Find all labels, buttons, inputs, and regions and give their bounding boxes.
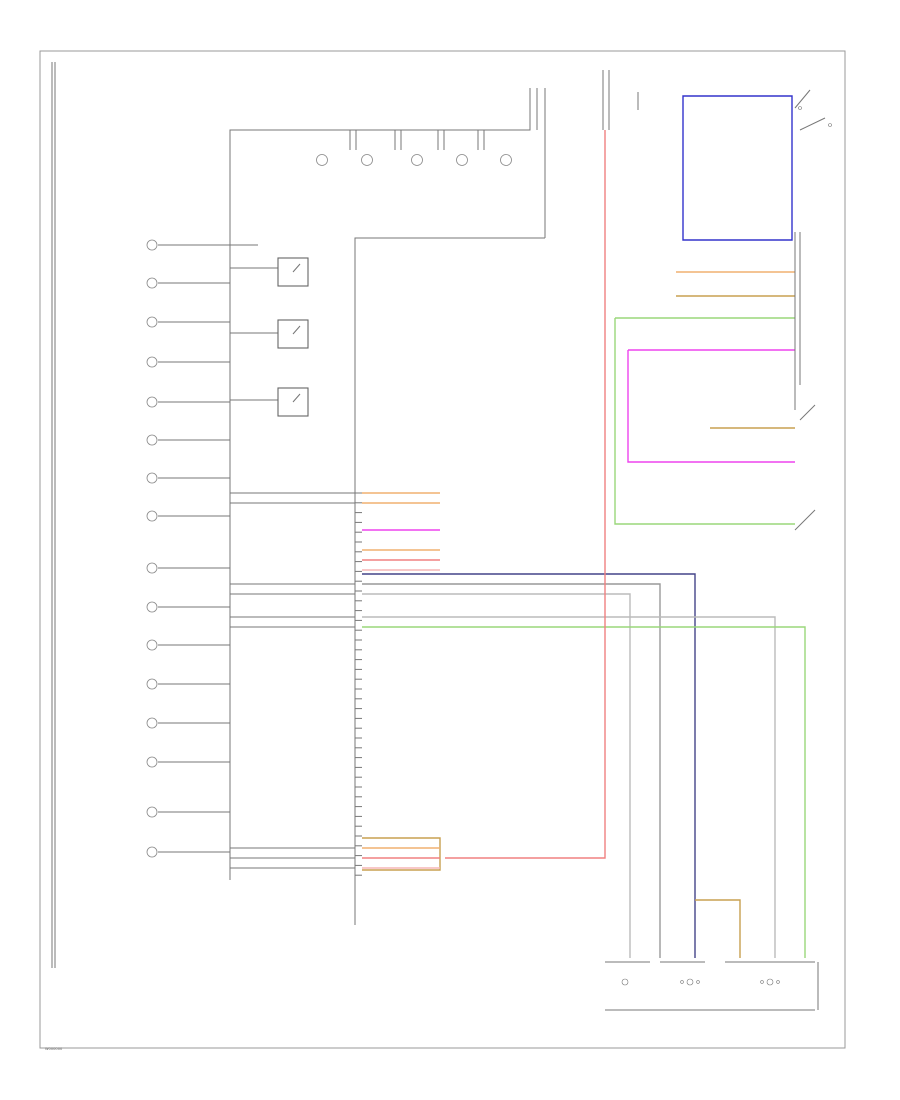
lamp-icon — [456, 154, 468, 166]
indicator-lamp-icon — [146, 639, 158, 651]
indicator-lamp-icon — [146, 717, 158, 729]
indicator-lamp-icon — [146, 756, 158, 768]
left-indicator-lamps — [146, 239, 230, 858]
indicator-lamp-icon — [146, 277, 158, 289]
indicator-lamp-icon — [146, 239, 158, 251]
top-indicator-lamps — [316, 130, 512, 166]
lamp-icon — [411, 154, 423, 166]
brake-light-switch-module — [602, 70, 832, 531]
gauges — [230, 244, 309, 417]
wire — [362, 837, 441, 871]
indicator-lamp-icon — [146, 356, 158, 368]
indicator-lamp-icon — [146, 472, 158, 484]
diagram-border — [39, 50, 846, 1049]
wire — [362, 573, 696, 958]
diagram-code: W000000 — [45, 1047, 63, 1051]
cluster-connector-pins — [355, 492, 362, 876]
fuel-pump-icon — [686, 978, 694, 986]
indicator-lamp-icon — [146, 396, 158, 408]
indicator-lamp-icon — [146, 562, 158, 574]
wire — [614, 318, 795, 525]
wire — [362, 626, 806, 958]
indicator-lamp-icon — [146, 846, 158, 858]
fuel-level-sensor-2-icon — [766, 978, 774, 986]
wire — [682, 95, 793, 241]
lamp-icon — [361, 154, 373, 166]
fuel-sender-units — [605, 961, 819, 1011]
wire — [445, 130, 606, 859]
wire — [362, 583, 661, 958]
wire — [627, 350, 795, 463]
cluster-inner-outline — [229, 88, 531, 880]
indicator-lamp-icon — [146, 510, 158, 522]
lamp-icon — [316, 154, 328, 166]
indicator-lamp-icon — [146, 601, 158, 613]
wire — [362, 616, 776, 958]
indicator-lamp-icon — [146, 806, 158, 818]
wire — [362, 593, 631, 958]
wire — [695, 899, 741, 958]
fuel-level-sensor-icon — [621, 978, 629, 986]
indicator-lamp-icon — [146, 316, 158, 328]
indicator-lamp-icon — [146, 678, 158, 690]
indicator-lamp-icon — [146, 434, 158, 446]
lamp-icon — [500, 154, 512, 166]
colored-wires — [230, 95, 806, 958]
